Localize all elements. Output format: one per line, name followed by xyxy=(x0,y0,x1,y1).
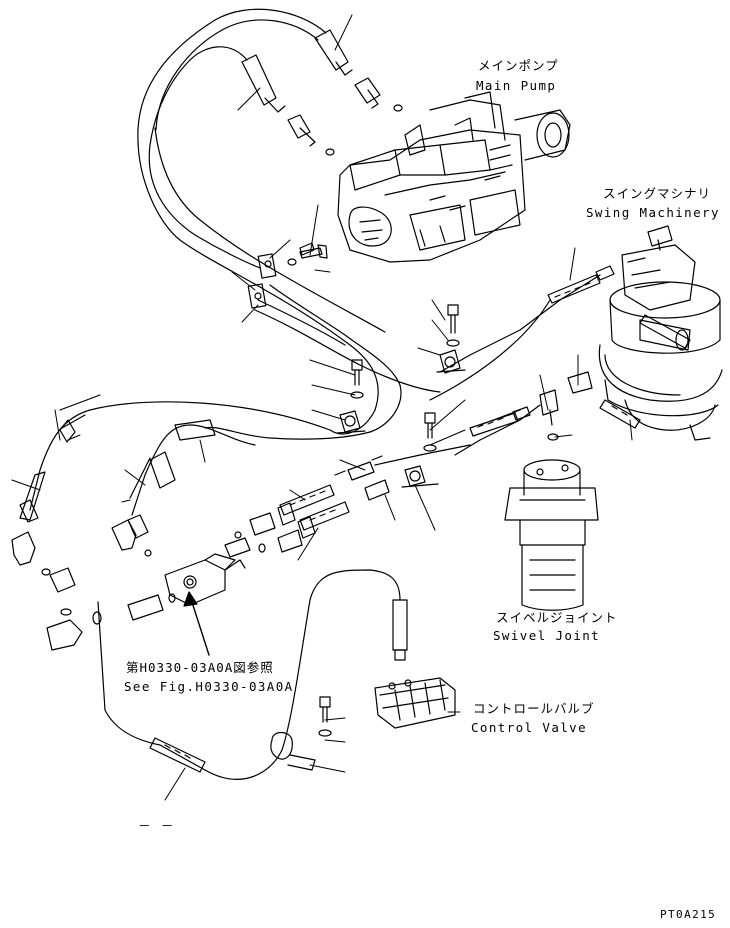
hose-sleeves-middle xyxy=(278,456,389,538)
swivel-joint-label-en: Swivel Joint xyxy=(493,628,601,643)
pump-fittings xyxy=(242,30,402,155)
swivel-joint-label-jp: スイベルジョイント xyxy=(496,610,618,625)
hose-loops xyxy=(138,9,401,439)
clamps-right xyxy=(337,350,465,487)
main-pump xyxy=(338,92,570,262)
swivel-joint xyxy=(505,460,598,610)
drawing-code: PT0A215 xyxy=(660,908,717,921)
manifold-block xyxy=(128,513,302,620)
elbow-fittings xyxy=(12,520,151,650)
hose-sleeves xyxy=(470,266,690,436)
leader-lines xyxy=(12,15,632,800)
swing-machinery-label-jp: スイングマシナリ xyxy=(603,186,712,201)
see-fig-label-en: See Fig.H0330-03A0A xyxy=(124,679,294,694)
return-hose xyxy=(98,570,407,779)
hoses-right xyxy=(255,275,600,465)
see-fig-label-jp: 第H0330-03A0A図参照 xyxy=(126,660,274,675)
control-valve-label-jp: コントロールバルブ xyxy=(473,701,595,716)
control-valve-label-en: Control Valve xyxy=(471,720,588,735)
see-fig-arrow xyxy=(184,592,209,655)
swing-machinery xyxy=(599,226,722,440)
swing-machinery-label-en: Swing Machinery xyxy=(586,205,720,220)
swivel-fittings xyxy=(540,372,592,440)
bolts xyxy=(300,243,459,736)
control-valve xyxy=(375,678,455,728)
dash-mark: － － xyxy=(138,818,175,833)
main-pump-label-jp: メインポンプ xyxy=(478,58,559,73)
main-pump-label-en: Main Pump xyxy=(476,78,557,93)
hose-clamps xyxy=(248,245,327,308)
hoses-left xyxy=(20,395,330,538)
